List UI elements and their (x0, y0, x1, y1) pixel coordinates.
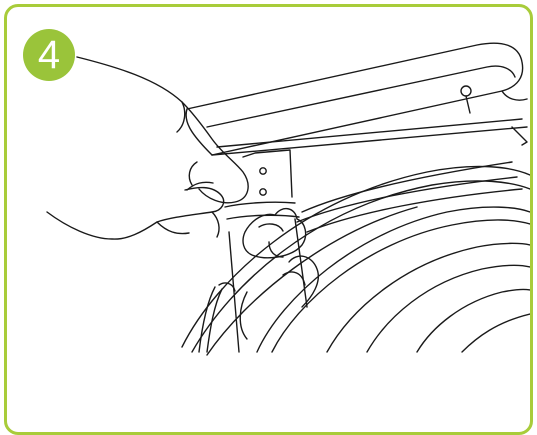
cross-bar (297, 162, 522, 232)
handle-bar (186, 43, 527, 155)
hand (47, 57, 248, 239)
assembly-illustration (7, 7, 530, 432)
instruction-panel: 4 (4, 4, 533, 435)
wheel-arcs (182, 166, 530, 355)
step-number-badge: 4 (23, 29, 75, 81)
